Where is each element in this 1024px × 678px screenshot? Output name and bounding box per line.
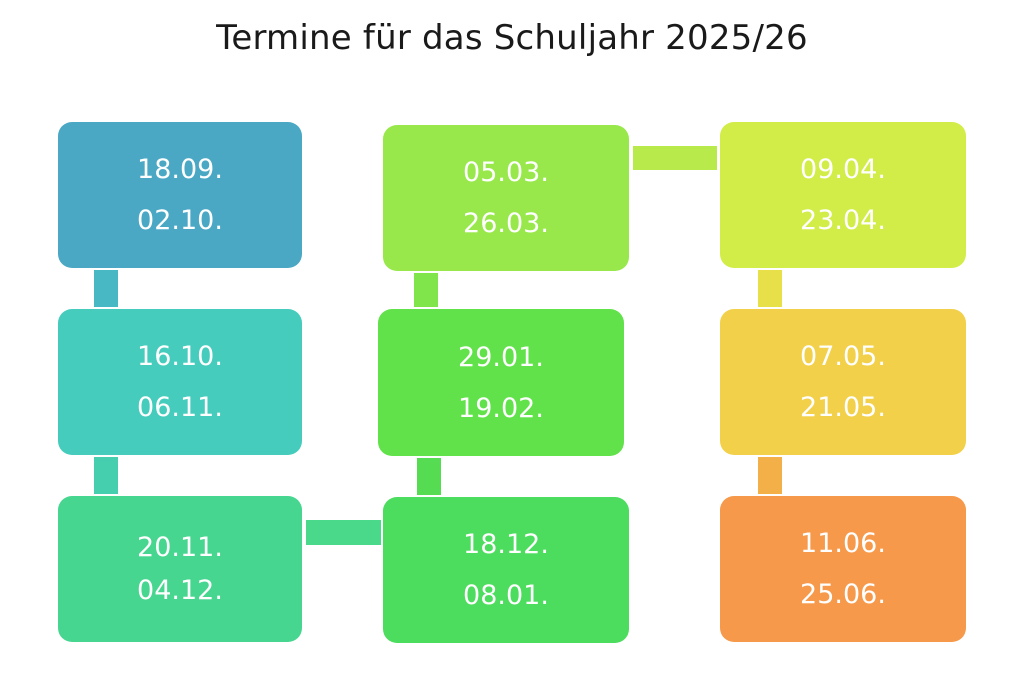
date-label: 18.12. xyxy=(463,529,549,560)
date-box-7: 09.04. 23.04. xyxy=(720,122,966,268)
date-box-1: 18.09. 02.10. xyxy=(58,122,302,268)
connector xyxy=(306,520,381,545)
date-label: 07.05. xyxy=(800,341,886,372)
date-box-8: 07.05. 21.05. xyxy=(720,309,966,455)
date-label: 25.06. xyxy=(800,579,886,610)
date-label: 11.06. xyxy=(800,528,886,559)
date-label: 16.10. xyxy=(137,341,223,372)
date-label: 05.03. xyxy=(463,157,549,188)
connector xyxy=(94,457,118,494)
date-label: 29.01. xyxy=(458,341,544,373)
date-box-2: 16.10. 06.11. xyxy=(58,309,302,455)
connector xyxy=(94,270,118,307)
date-label: 20.11. xyxy=(137,532,223,563)
connector xyxy=(758,270,782,307)
date-label: 23.04. xyxy=(800,205,886,236)
connector xyxy=(417,458,441,495)
date-label: 08.01. xyxy=(463,580,549,611)
date-box-3: 20.11. 04.12. xyxy=(58,496,302,642)
date-label: 18.09. xyxy=(137,154,223,185)
date-box-5: 29.01. 19.02. xyxy=(378,309,624,456)
page-title: Termine für das Schuljahr 2025/26 xyxy=(216,18,808,58)
date-label: 02.10. xyxy=(137,205,223,236)
date-label: 19.02. xyxy=(458,392,544,424)
connector xyxy=(414,273,438,307)
date-label: 09.04. xyxy=(800,154,886,185)
date-label: 06.11. xyxy=(137,392,223,423)
connector xyxy=(758,457,782,494)
date-label: 26.03. xyxy=(463,208,549,239)
date-label: 21.05. xyxy=(800,392,886,423)
date-box-6: 05.03. 26.03. xyxy=(383,125,629,271)
connector xyxy=(633,146,717,170)
date-box-4: 18.12. 08.01. xyxy=(383,497,629,643)
date-label: 04.12. xyxy=(137,575,223,606)
date-box-9: 11.06. 25.06. xyxy=(720,496,966,642)
